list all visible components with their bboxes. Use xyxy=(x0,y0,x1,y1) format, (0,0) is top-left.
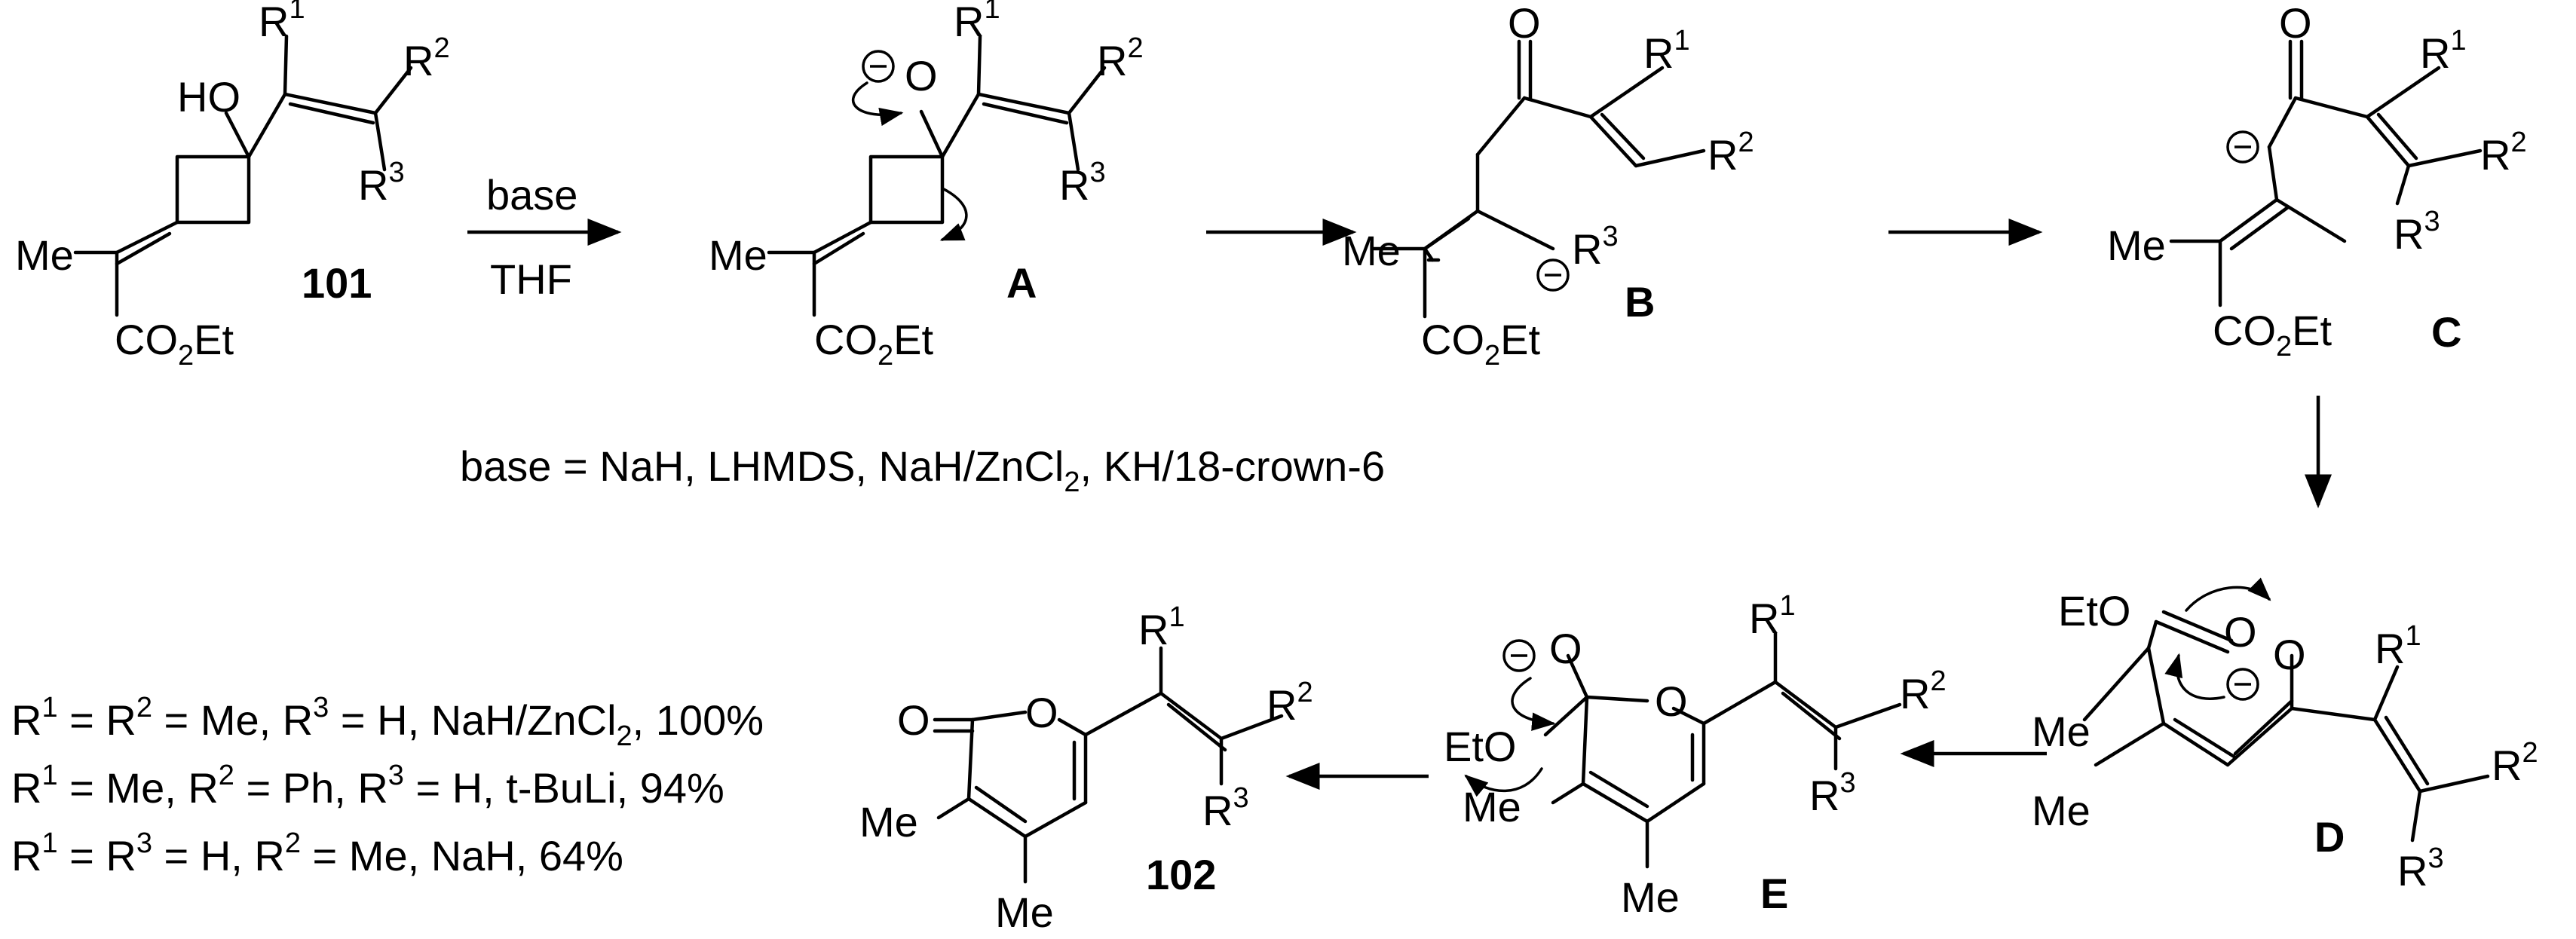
product-102: O O Me Me R1 R2 R3 102 xyxy=(859,601,1313,936)
substituent-R3: R3 xyxy=(358,157,405,209)
minus-circle-icon xyxy=(1536,258,1570,292)
atom-Me: Me xyxy=(2107,222,2166,269)
minus-circle-icon xyxy=(862,50,895,83)
label-102: 102 xyxy=(1146,851,1216,898)
label-D: D xyxy=(2314,813,2345,861)
atom-O: O xyxy=(1508,0,1541,47)
minus-circle-icon xyxy=(2226,668,2259,701)
label-E: E xyxy=(1760,870,1788,917)
atom-Me: Me xyxy=(1342,227,1401,274)
substituent-R3: R3 xyxy=(1809,767,1856,819)
atom-Me: Me xyxy=(15,231,74,279)
intermediate-E: O O EtO Me Me R1 R2 R3 E xyxy=(1444,590,1947,921)
atom-Me: Me xyxy=(1621,873,1680,921)
intermediate-C: O Me CO2Et R1 R2 R3 C xyxy=(2107,0,2527,362)
label-A: A xyxy=(1006,259,1037,307)
curved-arrow-icon xyxy=(2164,653,2225,700)
label-101: 101 xyxy=(302,259,372,307)
ester-group: CO2Et xyxy=(2213,307,2332,362)
intermediate-A: O Me CO2Et R1 R2 R3 A xyxy=(709,0,1144,372)
substituent-R3: R3 xyxy=(1572,221,1619,273)
substituent-R2: R2 xyxy=(1708,127,1754,179)
curved-arrow-icon xyxy=(2185,577,2271,612)
atom-O: O xyxy=(897,696,930,744)
curved-arrow-icon xyxy=(939,187,968,241)
substituent-R3: R3 xyxy=(2397,843,2444,895)
ester-group: CO2Et xyxy=(1421,316,1540,372)
compound-101: HO Me CO2Et R1 R2 R3 101 xyxy=(15,0,450,372)
substituent-R2: R2 xyxy=(1900,665,1947,717)
substituent-R3: R3 xyxy=(1202,782,1249,834)
substituent-R1: R1 xyxy=(1643,25,1690,77)
substituent-R2: R2 xyxy=(2480,127,2527,179)
atom-HO: HO xyxy=(177,73,240,121)
minus-circle-icon xyxy=(2226,130,2259,164)
atom-Me: Me xyxy=(2032,708,2091,755)
atom-Me: Me xyxy=(2032,787,2091,834)
intermediate-B: O Me CO2Et R1 R2 R3 B xyxy=(1342,0,1754,372)
label-C: C xyxy=(2431,308,2461,356)
atom-Me: Me xyxy=(1463,783,1521,830)
substituent-R2: R2 xyxy=(1267,677,1313,729)
substituent-R1: R1 xyxy=(259,0,305,45)
atom-O: O xyxy=(2224,608,2257,656)
substituent-R3: R3 xyxy=(1059,157,1106,209)
result-line-1: R1 = R2 = Me, R3 = H, NaH/ZnCl2, 100% xyxy=(11,692,764,752)
atom-O: O xyxy=(2279,0,2312,47)
atom-EtO: EtO xyxy=(2058,587,2130,635)
atom-O: O xyxy=(1549,625,1582,672)
atom-Me: Me xyxy=(995,889,1054,936)
atom-O: O xyxy=(1655,677,1688,725)
atom-O: O xyxy=(1025,689,1058,736)
substituent-R2: R2 xyxy=(1097,32,1144,84)
substituent-R1: R1 xyxy=(1749,590,1796,642)
atom-O: O xyxy=(905,52,938,99)
results-list: R1 = R2 = Me, R3 = H, NaH/ZnCl2, 100% R1… xyxy=(11,692,764,879)
substituent-R1: R1 xyxy=(2375,620,2421,672)
reagent-base: base xyxy=(486,171,577,219)
substituent-R1: R1 xyxy=(1138,601,1185,653)
result-line-2: R1 = Me, R2 = Ph, R3 = H, t-BuLi, 94% xyxy=(11,760,724,812)
minus-circle-icon xyxy=(1502,639,1536,672)
result-line-3: R1 = R3 = H, R2 = Me, NaH, 64% xyxy=(11,827,623,879)
base-conditions: base = NaH, LHMDS, NaH/ZnCl2, KH/18-crow… xyxy=(460,442,1385,498)
ester-group: CO2Et xyxy=(115,316,234,372)
substituent-R2: R2 xyxy=(403,32,450,84)
reaction-arrow-1: base THF xyxy=(467,171,622,303)
substituent-R2: R2 xyxy=(2492,737,2538,789)
curved-arrow-icon xyxy=(1511,677,1556,731)
curved-arrow-icon xyxy=(851,81,904,127)
atom-EtO: EtO xyxy=(1444,723,1516,770)
substituent-R3: R3 xyxy=(2394,206,2440,258)
substituent-R1: R1 xyxy=(2420,25,2467,77)
atom-O: O xyxy=(2273,631,2306,678)
atom-Me: Me xyxy=(859,798,918,846)
reagent-THF: THF xyxy=(490,255,572,303)
atom-Me: Me xyxy=(709,231,767,279)
label-B: B xyxy=(1625,278,1655,326)
substituent-R1: R1 xyxy=(954,0,1000,45)
intermediate-D: EtO O O Me Me R1 R2 R3 D xyxy=(2032,577,2538,895)
curved-arrow-icon xyxy=(1464,767,1543,797)
ester-group: CO2Et xyxy=(814,316,933,372)
